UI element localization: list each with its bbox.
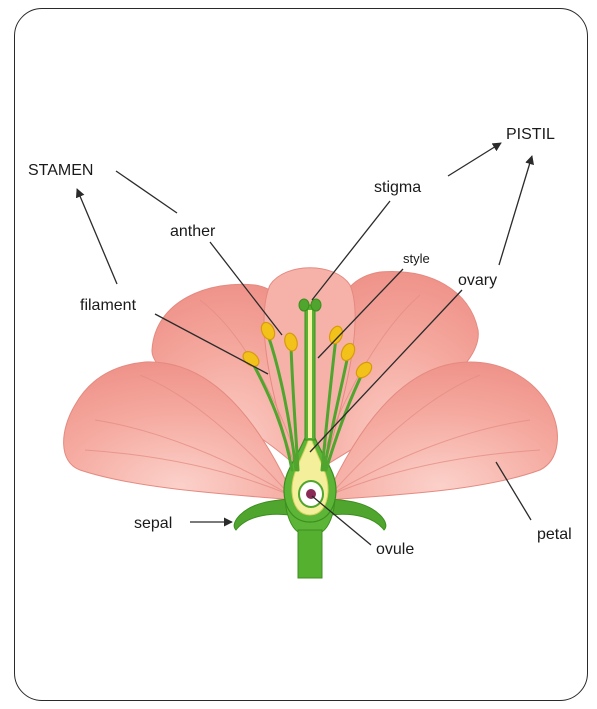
label-pistil: PISTIL — [506, 126, 555, 143]
label-sepal: sepal — [134, 515, 172, 532]
label-filament: filament — [80, 297, 137, 314]
stigma — [299, 299, 309, 311]
label-anther: anther — [170, 223, 216, 240]
label-ovule: ovule — [376, 541, 414, 558]
stamen-anther-line — [116, 171, 177, 213]
pistil-stigma-line — [448, 143, 501, 176]
stamen-filament-line — [77, 189, 117, 284]
label-stamen: STAMEN — [28, 162, 93, 179]
stem — [298, 530, 322, 578]
label-petal: petal — [537, 526, 572, 543]
pistil-ovary-line — [499, 156, 532, 265]
label-ovary: ovary — [458, 272, 497, 289]
label-style: style — [403, 251, 430, 266]
label-stigma: stigma — [374, 179, 421, 196]
